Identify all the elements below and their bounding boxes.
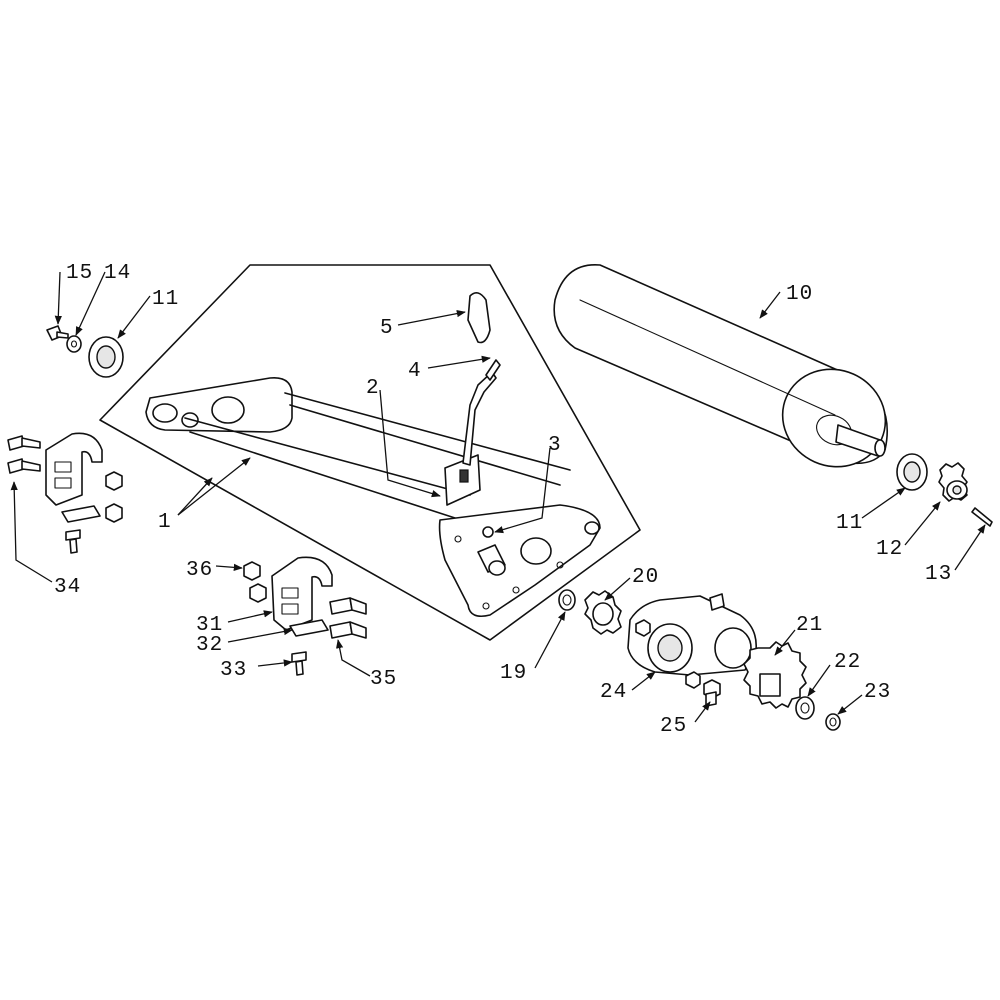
callout-24: 24 [600, 681, 627, 704]
frame-assembly-outline [99, 264, 641, 641]
callout-23: 23 [864, 681, 891, 704]
callout-25: 25 [660, 715, 687, 738]
callout-20: 20 [632, 566, 659, 589]
callout-5: 5 [380, 317, 394, 340]
bearing-left-part [88, 336, 124, 378]
pin-part [482, 526, 494, 538]
callout-10: 10 [786, 283, 813, 306]
callout-12: 12 [876, 538, 903, 561]
callout-34: 34 [54, 576, 81, 599]
callout-14: 14 [104, 262, 131, 285]
callout-21: 21 [796, 614, 823, 637]
callout-11-left: 11 [152, 288, 179, 311]
callout-22: 22 [834, 651, 861, 674]
screw-33-part [291, 651, 307, 676]
bolts-35-part [329, 597, 367, 639]
callout-labels: 1 2 3 4 5 10 11 11 12 13 14 15 19 20 21 … [54, 262, 952, 738]
callout-13: 13 [925, 563, 952, 586]
callout-2: 2 [366, 377, 380, 400]
leader-lines [10, 271, 986, 723]
callout-19: 19 [500, 662, 527, 685]
roller-frame-part [145, 376, 601, 618]
callout-15: 15 [66, 262, 93, 285]
washer-22-part [795, 696, 815, 720]
nuts-left-part [105, 471, 123, 523]
callout-11-right: 11 [836, 512, 863, 535]
screw-left-part [65, 529, 81, 554]
pinion-20-part [584, 590, 622, 635]
sprocket-21-part [743, 641, 807, 709]
plate-left-part [61, 505, 101, 523]
washer-19-part [558, 589, 576, 611]
bolt-25-part [685, 671, 721, 707]
sprocket-right-part [938, 462, 968, 502]
bearing-right-part [896, 453, 928, 491]
circlip-23-part [825, 713, 841, 731]
callout-35: 35 [370, 668, 397, 691]
lever-arm-part [462, 359, 501, 466]
callout-31: 31 [196, 614, 223, 637]
callout-3: 3 [548, 434, 562, 457]
callout-1: 1 [158, 511, 172, 534]
bolt-15-part [46, 325, 69, 341]
callout-33: 33 [220, 659, 247, 682]
scraper-bracket-31-part [271, 556, 333, 631]
callout-32: 32 [196, 634, 223, 657]
washer-14-part [66, 335, 82, 353]
bolts-34-part [7, 435, 41, 474]
callout-36: 36 [186, 559, 213, 582]
plate-32-part [289, 619, 329, 637]
nuts-36-part [243, 561, 267, 603]
lever-handle-part [467, 292, 491, 344]
cotter-pin-part [971, 507, 993, 527]
callout-4: 4 [408, 360, 422, 383]
gearbox-housing-24-part [627, 593, 757, 676]
scraper-bracket-left-part [45, 432, 103, 506]
roller-drum-part [553, 264, 888, 468]
